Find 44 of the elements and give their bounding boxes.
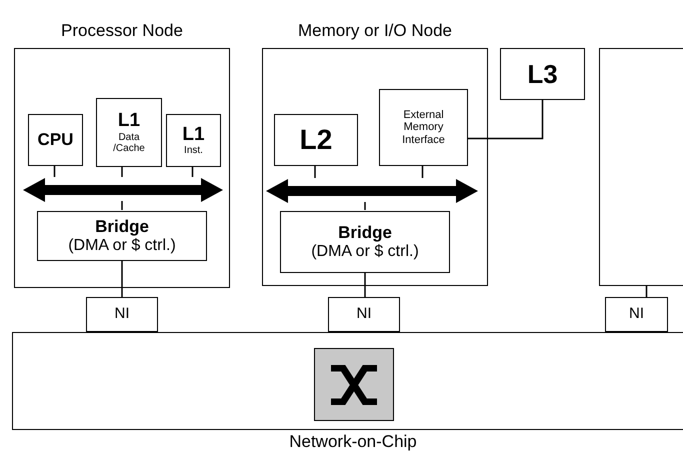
system-bus (266, 179, 478, 203)
connector-line (646, 286, 648, 297)
connector-line (192, 166, 194, 177)
block-note: (DMA or $ ctrl.) (311, 242, 419, 260)
connector-line (121, 201, 123, 210)
block-box (37, 211, 207, 261)
node-title: Memory or I/O Node (298, 22, 452, 41)
block-label: L1 (182, 124, 205, 146)
block-label: L1 (118, 111, 140, 132)
block-label: CPU (38, 130, 74, 150)
connector-line (467, 100, 544, 140)
block-label: L3 (527, 60, 558, 88)
block-box (274, 114, 358, 166)
block-note: Data /Cache (112, 132, 146, 154)
block-label: External Memory Interface (401, 109, 446, 146)
block-box (28, 114, 83, 166)
switch-box (314, 348, 394, 421)
block-box (280, 211, 450, 273)
block-label: L2 (300, 124, 332, 156)
node-title: Processor Node (61, 22, 183, 41)
node-title: Network-on-Chip (289, 433, 417, 452)
interface-box (86, 297, 158, 332)
block-box (500, 48, 585, 100)
block-note: Inst. (184, 145, 203, 156)
connector-line (364, 202, 366, 210)
connector-line (121, 166, 123, 177)
block-box (96, 98, 162, 167)
connector-line (314, 165, 316, 178)
block-label: Bridge (95, 218, 149, 237)
system-bus (23, 178, 223, 202)
connector-line (121, 260, 123, 297)
block-label: NI (114, 306, 130, 323)
node-box (599, 48, 683, 286)
connector-line (364, 272, 366, 297)
block-box (166, 114, 221, 167)
block-box (379, 89, 468, 166)
interface-box (328, 297, 400, 332)
block-label: NI (629, 306, 644, 323)
block-label: NI (356, 306, 372, 323)
connector-line (54, 165, 56, 177)
connector-line (422, 165, 424, 178)
block-note: (DMA or $ ctrl.) (68, 236, 176, 254)
interface-box (605, 297, 668, 332)
block-label: Bridge (338, 224, 392, 243)
